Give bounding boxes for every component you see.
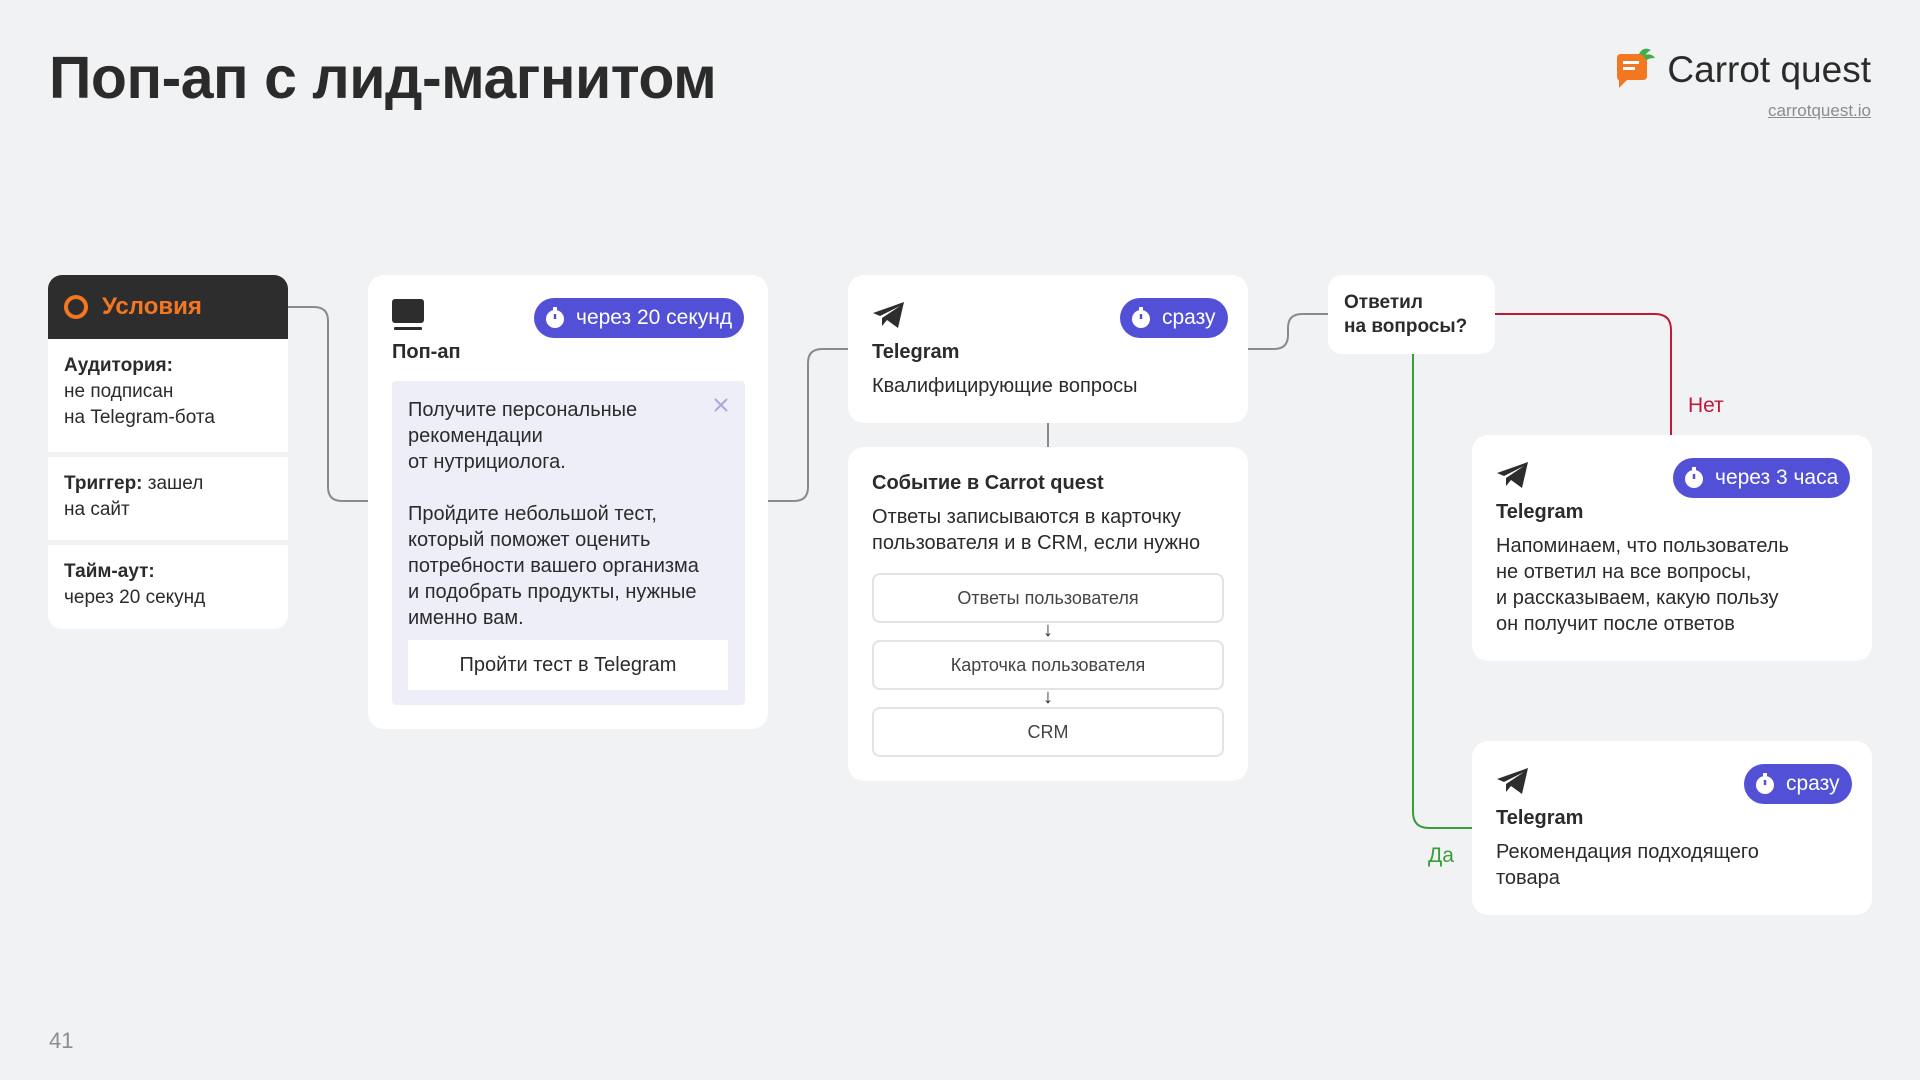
reminder-badge-text: через 3 часа [1715,466,1839,489]
reminder-timer-badge: через 3 часа [1673,458,1851,498]
flow-step-user-card: Карточка пользователя [872,640,1224,690]
telegram-icon [1497,768,1528,794]
timer-icon [1132,307,1150,328]
reminder-label: Telegram [1496,501,1584,523]
popup-label: Поп-ап [392,341,461,363]
reminder-text-line: не ответил на все вопросы, [1496,561,1752,583]
reminder-text-line: он получит после ответов [1496,613,1735,635]
trigger-item: Триггер: зашел на сайт [48,457,288,540]
popup-preview: Получите персональные рекомендации от ну… [392,381,745,705]
decision-text: Ответил на вопросы? [1344,291,1467,339]
telegram-icon [1497,462,1528,488]
connector-no-branch [1495,313,1672,435]
decision-line: Ответил [1344,292,1423,313]
popup-text-line: потребности вашего организма [408,555,699,577]
conditions-panel: Аудитория: не подписан на Telegram-бота … [48,339,288,629]
recommendation-text-line: Рекомендация подходящего [1496,841,1759,863]
telegram-questions-badge-text: сразу [1162,306,1216,329]
popup-text-line: и подобрать продукты, нужные [408,581,697,603]
no-branch-label: Нет [1688,394,1724,417]
popup-cta-button[interactable]: Пройти тест в Telegram [408,640,728,690]
connector-yes-branch [1412,354,1472,829]
event-node[interactable]: Событие в Carrot quest Ответы записывают… [848,447,1248,781]
telegram-questions-label: Telegram [872,341,960,363]
popup-text-line: именно вам. [408,607,524,629]
recommendation-timer-badge: сразу [1744,764,1852,804]
event-text-line: Ответы записываются в карточку [872,506,1181,528]
popup-text-line: Пройдите небольшой тест, [408,503,657,525]
trigger-label: Триггер: [64,473,143,494]
brand-name: Carrot quest [1667,49,1871,90]
monitor-icon [392,299,424,330]
telegram-questions-node[interactable]: Telegram Квалифицирующие вопросы сразу [848,275,1248,423]
close-icon[interactable] [713,397,729,413]
audience-item: Аудитория: не подписан на Telegram-бота [48,339,288,452]
recommendation-badge-text: сразу [1786,772,1840,795]
arrow-down-icon: ↓ [1043,619,1053,641]
connector-telegram-decision [1248,313,1328,350]
telegram-questions-timer-badge: сразу [1120,298,1228,338]
event-label: Событие в Carrot quest [872,472,1104,494]
timer-icon [546,307,564,328]
popup-text-line: который поможет оценить [408,529,651,551]
audience-value-2: на Telegram-бота [64,407,215,428]
popup-timer-badge: через 20 секунд [534,298,745,338]
reminder-text-line: Напоминаем, что пользователь [1496,535,1789,557]
circle-icon [64,295,88,319]
timeout-label: Тайм-аут: [64,561,155,582]
telegram-icon [873,302,904,328]
trigger-value-1: зашел [147,473,204,494]
recommendation-text: Рекомендация подходящего товара [1496,839,1759,891]
popup-text-line: от нутрициолога. [408,451,566,473]
popup-badge-text: через 20 секунд [576,306,733,329]
decision-node[interactable]: Ответил на вопросы? [1328,275,1495,354]
page-number: 41 [49,1028,74,1053]
audience-value-1: не подписан [64,381,174,402]
flow-step-answers: Ответы пользователя [872,573,1224,623]
conditions-title: Условия [102,293,202,320]
popup-text-line: Получите персональные [408,399,638,421]
reminder-node[interactable]: Telegram через 3 часа Напоминаем, что по… [1472,435,1872,661]
yes-branch-label: Да [1428,844,1454,867]
telegram-questions-text: Квалифицирующие вопросы [872,375,1138,397]
decision-line: на вопросы? [1344,316,1468,337]
timer-icon [1756,773,1774,794]
timeout-item: Тайм-аут: через 20 секунд [48,545,288,629]
brand-site-link[interactable]: carrotquest.io [1768,101,1871,120]
recommendation-node[interactable]: Telegram сразу Рекомендация подходящего … [1472,741,1872,915]
flow-step-crm: CRM [872,707,1224,757]
timeout-value: через 20 секунд [64,587,206,608]
event-text-line: пользователя и в CRM, если нужно [872,532,1201,554]
reminder-text: Напоминаем, что пользователь не ответил … [1496,533,1789,637]
connector-popup-telegram [768,348,848,502]
popup-text-line: рекомендации [408,425,543,447]
page-title: Поп-ап с лид-магнитом [49,45,717,111]
brand-logo: Carrot quest [1613,48,1871,92]
arrow-down-icon: ↓ [1043,686,1053,708]
carrot-chat-icon [1617,48,1656,88]
trigger-value-2: на сайт [64,499,130,520]
recommendation-text-line: товара [1496,867,1560,889]
conditions-header: Условия [48,275,288,339]
connector-conditions-popup [288,306,368,502]
audience-label: Аудитория: [64,355,173,376]
recommendation-label: Telegram [1496,807,1584,829]
timer-icon [1685,467,1703,488]
popup-preview-text: Получите персональные рекомендации от ну… [408,397,738,631]
reminder-text-line: и рассказываем, какую пользу [1496,587,1779,609]
event-text: Ответы записываются в карточку пользоват… [872,504,1200,556]
